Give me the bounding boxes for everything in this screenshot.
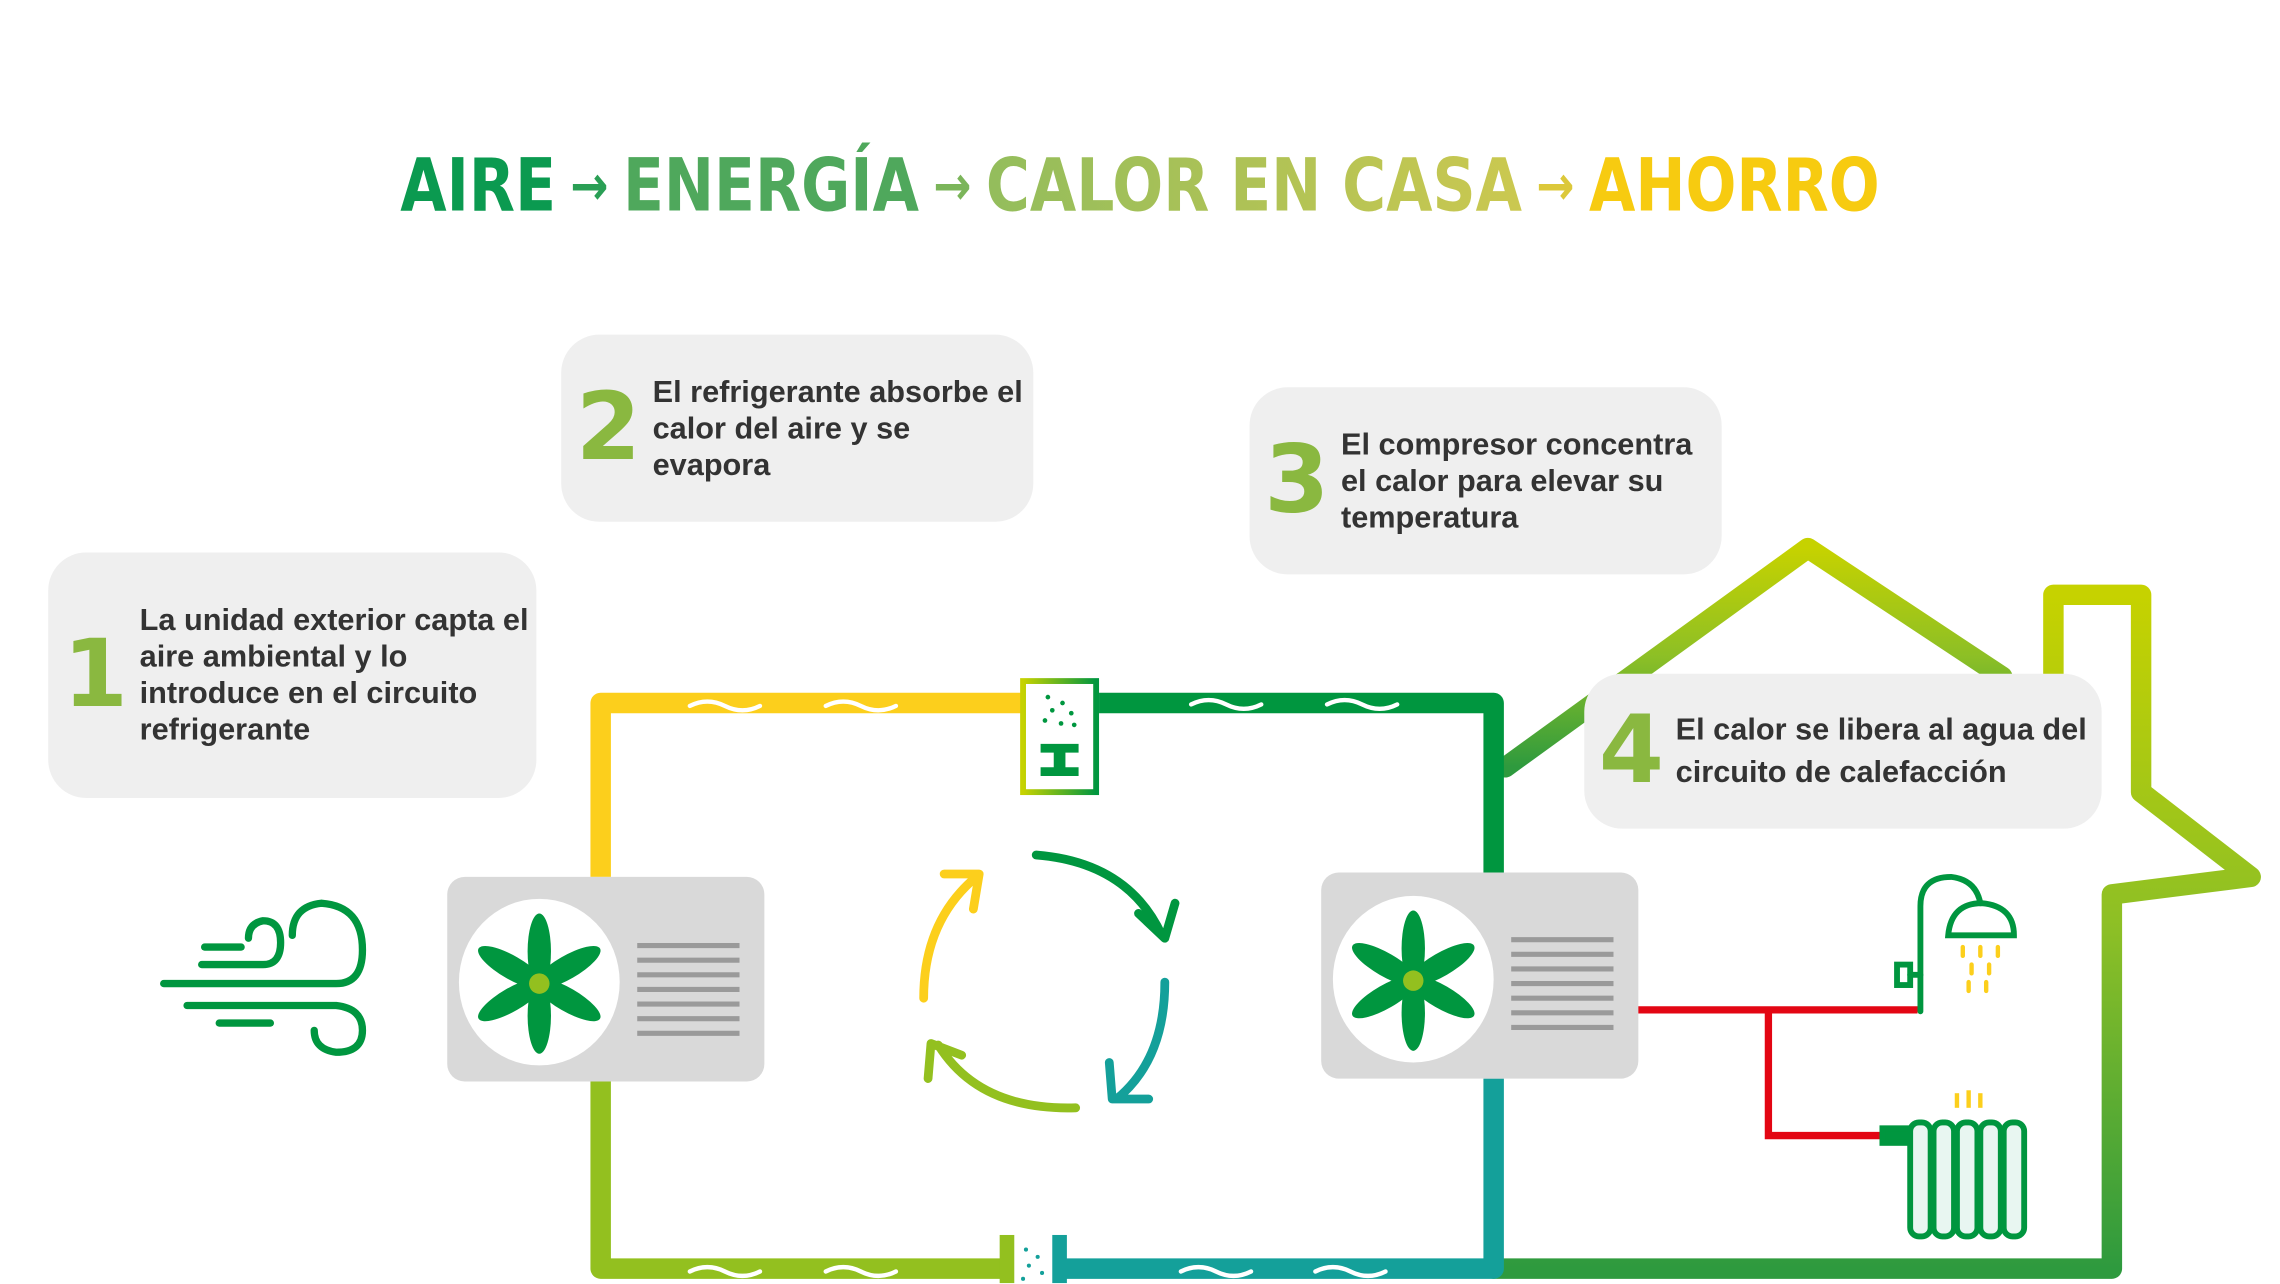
radiator-icon: [1879, 1090, 2028, 1240]
step-1-card: 1 La unidad exterior capta el aire ambie…: [48, 552, 537, 798]
step-text: La unidad exterior capta el aire ambient…: [139, 603, 529, 747]
arrow-icon: →: [933, 153, 972, 218]
arrow-icon: →: [1536, 153, 1575, 218]
step-4-card: 4 El calor se libera al agua del circuit…: [1584, 673, 2102, 829]
pipe-lime: [590, 1081, 1009, 1279]
fan-icon: [478, 913, 601, 1054]
page-title: AIRE→ENERGÍA→CALOR EN CASA→AHORRO: [205, 143, 2075, 228]
step-number: 3: [1264, 426, 1330, 535]
arrow-icon: →: [570, 153, 609, 218]
step-3-card: 3 El compresor concentra el calor para e…: [1249, 387, 1722, 575]
title-word-ahorro: AHORRO: [1588, 143, 1880, 228]
step-text: El compresor concentra el calor para ele…: [1340, 427, 1693, 535]
wind-icon: [160, 899, 367, 1056]
outdoor-unit: [447, 876, 765, 1082]
grille-icon: [1511, 937, 1614, 1030]
step-2-card: 2 El refrigerante absorbe el calor del a…: [561, 334, 1034, 522]
heating-pipes: [1638, 1006, 1918, 1140]
shower-icon: [1894, 873, 2017, 1015]
indoor-unit: [1321, 872, 1639, 1079]
fan-icon: [1352, 910, 1475, 1051]
step-text: El refrigerante absorbe el calor del air…: [652, 374, 1023, 482]
title-word-energia: ENERGÍA: [622, 143, 919, 228]
evaporator-icon: [1020, 678, 1100, 796]
expansion-valve-icon: [999, 1234, 1067, 1284]
step-text: El calor se libera al agua del circuito …: [1675, 713, 2087, 790]
step-number: 4: [1598, 697, 1664, 806]
flow-waves: [687, 697, 1400, 1279]
grille-icon: [637, 943, 740, 1036]
title-word-calor: CALOR EN CASA: [985, 143, 1523, 228]
pipe-yellow: [590, 692, 1024, 877]
step-number: 1: [62, 621, 128, 730]
cycle-arrows-icon: [919, 850, 1180, 1113]
pipe-teal: [1059, 1078, 1504, 1279]
step-number: 2: [575, 374, 641, 483]
title-word-aire: AIRE: [400, 143, 557, 228]
pipe-green: [1099, 692, 1504, 877]
